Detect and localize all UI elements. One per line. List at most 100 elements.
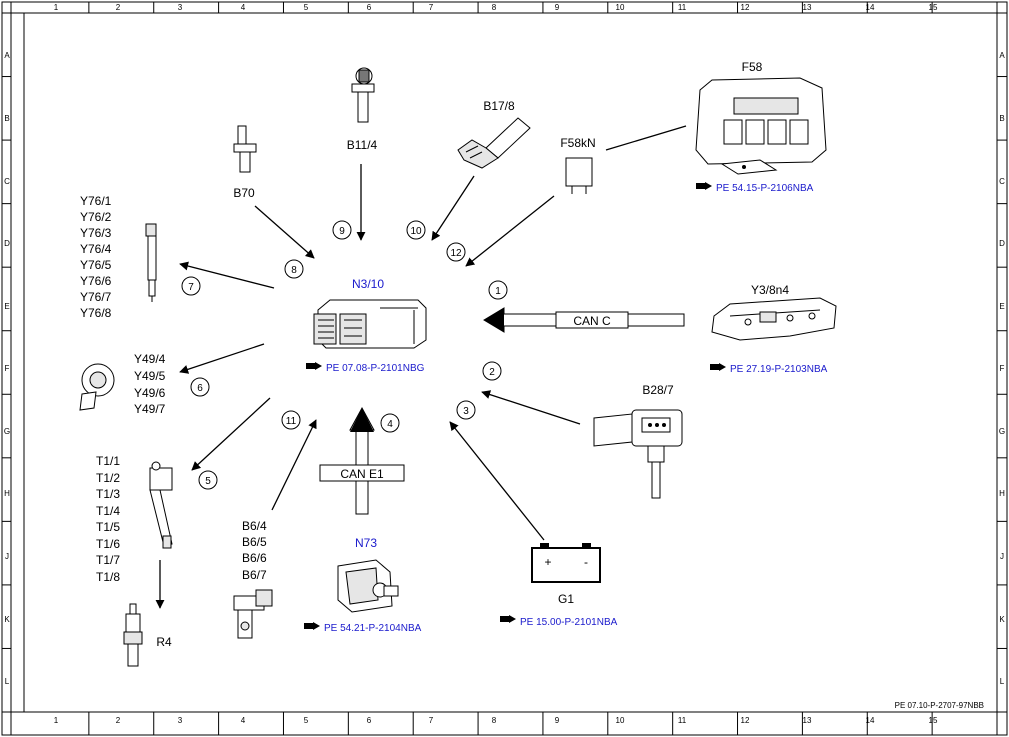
injectors-y76: Y76/1 Y76/2 Y76/3 Y76/4 Y76/5 Y76/6 Y76/… bbox=[80, 194, 157, 320]
row-label: L bbox=[5, 677, 10, 686]
y49-label: Y49/6 bbox=[134, 386, 166, 400]
g1-reference[interactable]: PE 15.00-P-2101NBA bbox=[500, 615, 618, 628]
signal-number-4: 4 bbox=[380, 413, 400, 433]
col-label: 4 bbox=[241, 3, 246, 12]
row-label: F bbox=[1000, 364, 1005, 373]
book-pointer-icon bbox=[500, 615, 516, 623]
b6-label: B6/4 bbox=[242, 519, 267, 533]
col-label: 13 bbox=[803, 3, 812, 12]
col-label: 10 bbox=[616, 3, 625, 12]
col-label: 3 bbox=[178, 716, 183, 725]
row-label: A bbox=[999, 51, 1005, 60]
signal-arrow-10 bbox=[431, 175, 475, 241]
signal-number-5: 5 bbox=[198, 470, 218, 490]
svg-text:6: 6 bbox=[197, 383, 203, 394]
signal-numbers: 1 2 3 4 5 6 7 8 9 10 11 12 bbox=[181, 220, 508, 490]
signal-arrow-5 bbox=[191, 397, 271, 471]
col-label: 7 bbox=[429, 3, 434, 12]
y49-label: Y49/5 bbox=[134, 369, 166, 383]
relay-f58kn: F58kN bbox=[560, 136, 596, 194]
col-label: 13 bbox=[803, 716, 812, 725]
signal-number-7: 7 bbox=[181, 276, 201, 296]
f58-ref-text: PE 54.15-P-2106NBA bbox=[716, 183, 814, 194]
col-label: 4 bbox=[241, 716, 246, 725]
y76-label: Y76/1 bbox=[80, 194, 112, 208]
document-id: PE 07.10-P-2707-97NBB bbox=[895, 701, 984, 710]
signal-number-11: 11 bbox=[281, 410, 301, 430]
sensor-b17-8: B17/8 bbox=[457, 99, 531, 169]
t1-label: T1/1 bbox=[96, 454, 120, 468]
signal-arrow-2 bbox=[481, 390, 581, 425]
b11-4-label: B11/4 bbox=[347, 138, 378, 152]
t1-label: T1/4 bbox=[96, 504, 120, 518]
book-pointer-icon bbox=[306, 362, 322, 370]
col-label: 6 bbox=[367, 716, 372, 725]
y76-label: Y76/3 bbox=[80, 226, 112, 240]
col-label: 5 bbox=[304, 716, 309, 725]
r4-label: R4 bbox=[156, 635, 172, 649]
svg-text:8: 8 bbox=[291, 265, 297, 276]
row-label: E bbox=[999, 302, 1004, 311]
signal-arrow-11 bbox=[271, 419, 317, 511]
valve-body-y3-8n4: Y3/8n4 bbox=[711, 283, 837, 341]
g1-ref-text: PE 15.00-P-2101NBA bbox=[520, 617, 618, 628]
row-label: D bbox=[999, 239, 1005, 248]
signal-number-10: 10 bbox=[406, 220, 426, 240]
row-label: F bbox=[5, 364, 10, 373]
n73-reference[interactable]: PE 54.21-P-2104NBA bbox=[304, 622, 422, 634]
row-labels-left: A B C D E F G H J K L bbox=[4, 51, 10, 686]
column-labels-top: 1 2 3 4 5 6 7 8 9 10 11 12 13 14 15 bbox=[54, 3, 938, 12]
col-label: 6 bbox=[367, 3, 372, 12]
sensor-b70: B70 bbox=[233, 125, 257, 200]
sensor-b28-7: B28/7 bbox=[593, 383, 683, 499]
signal-number-9: 9 bbox=[332, 220, 352, 240]
b70-label: B70 bbox=[233, 186, 255, 200]
camshaft-sensors-b6: B6/4 B6/5 B6/6 B6/7 bbox=[233, 519, 273, 639]
row-label: D bbox=[4, 239, 10, 248]
col-label: 11 bbox=[678, 716, 687, 725]
signal-arrow-7 bbox=[179, 261, 275, 289]
t1-label: T1/5 bbox=[96, 520, 120, 534]
can-c-bus: CAN C bbox=[483, 307, 685, 333]
col-label: 15 bbox=[929, 716, 938, 725]
row-label: G bbox=[999, 427, 1005, 436]
col-label: 5 bbox=[304, 3, 309, 12]
svg-text:11: 11 bbox=[286, 416, 297, 427]
svg-text:7: 7 bbox=[188, 282, 194, 293]
g1-label: G1 bbox=[558, 592, 574, 606]
y76-label: Y76/2 bbox=[80, 210, 112, 224]
row-label: H bbox=[999, 489, 1005, 498]
y76-label: Y76/8 bbox=[80, 306, 112, 320]
col-label: 9 bbox=[555, 716, 560, 725]
camshaft-adjusters-y49: Y49/4 Y49/5 Y49/6 Y49/7 bbox=[79, 352, 166, 416]
col-label: 8 bbox=[492, 3, 497, 12]
signal-arrow-3 bbox=[449, 421, 545, 541]
col-label: 10 bbox=[616, 716, 625, 725]
signal-number-8: 8 bbox=[284, 259, 304, 279]
b6-label: B6/5 bbox=[242, 535, 267, 549]
n3-10-label: N3/10 bbox=[352, 277, 384, 291]
svg-text:3: 3 bbox=[463, 406, 469, 417]
f58-connection-line bbox=[605, 125, 687, 151]
col-label: 1 bbox=[54, 716, 59, 725]
col-label: 8 bbox=[492, 716, 497, 725]
t1-label: T1/2 bbox=[96, 471, 120, 485]
t1-label: T1/7 bbox=[96, 553, 120, 567]
col-label: 3 bbox=[178, 3, 183, 12]
signal-number-3: 3 bbox=[456, 400, 476, 420]
signal-number-2: 2 bbox=[482, 361, 502, 381]
f58-reference[interactable]: PE 54.15-P-2106NBA bbox=[696, 182, 814, 194]
col-label: 9 bbox=[555, 3, 560, 12]
row-label: A bbox=[4, 51, 10, 60]
y76-label: Y76/7 bbox=[80, 290, 112, 304]
n3-10-reference[interactable]: PE 07.08-P-2101NBG bbox=[306, 362, 425, 374]
book-pointer-icon bbox=[696, 182, 712, 190]
signal-arrow-8 bbox=[254, 205, 315, 259]
col-label: 2 bbox=[116, 3, 121, 12]
control-unit-n3-10: N3/10 bbox=[313, 277, 427, 349]
row-label: E bbox=[4, 302, 9, 311]
signal-lines bbox=[155, 125, 687, 609]
y3-8n4-reference[interactable]: PE 27.19-P-2103NBA bbox=[710, 363, 828, 375]
